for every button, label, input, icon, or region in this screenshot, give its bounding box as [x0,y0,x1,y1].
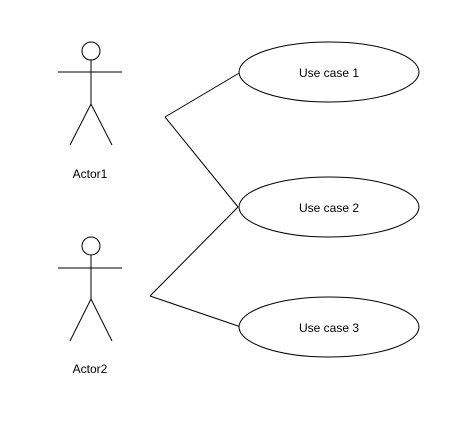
use-case-label: Use case 1 [299,66,359,80]
association-actor2-usecase2 [149,206,239,297]
actor-right-leg [90,103,113,146]
actor-2[interactable]: Actor2 [58,236,122,376]
use-case-1[interactable]: Use case 1 [238,41,420,103]
associations [149,71,242,328]
association-actor1-usecase2 [164,116,239,208]
actor-1[interactable]: Actor1 [58,41,122,181]
actor-head [81,41,101,61]
actor-label: Actor1 [73,167,108,181]
use-case-label: Use case 2 [299,201,359,215]
actor-label: Actor2 [73,362,108,376]
use-case-2[interactable]: Use case 2 [238,176,420,238]
association-actor1-usecase1 [164,71,242,118]
use-case-ellipse [238,41,420,103]
association-actor2-usecase3 [149,295,242,328]
use-case-3[interactable]: Use case 3 [238,296,420,358]
actor-left-leg [69,298,92,342]
actor-left-leg [69,103,92,146]
use-case-ellipse [238,176,420,238]
actor-right-leg [90,298,113,342]
use-case-ellipse [238,296,420,358]
use-case-label: Use case 3 [299,321,359,335]
actor-head [81,236,101,256]
